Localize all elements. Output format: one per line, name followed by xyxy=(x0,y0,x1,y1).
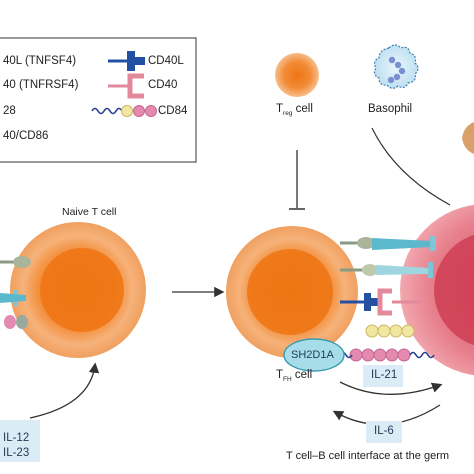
naive-cd28-receptor xyxy=(0,290,26,306)
basophil-cell xyxy=(373,44,419,89)
legend-cd80-cd86-label: 40/CD86 xyxy=(3,130,49,142)
sh2d1a-label: SH2D1A xyxy=(291,349,334,361)
legend-ox40-label: 40 (TNFRSF4) xyxy=(3,79,79,91)
il12-il23-arrow xyxy=(29,362,100,419)
legend-ox40l-label: 40L (TNFSF4) xyxy=(3,55,77,67)
naive-t-cell-nucleus xyxy=(40,248,124,332)
legend-cd40l-label: CD40L xyxy=(148,55,184,67)
il12-label: IL-12 xyxy=(3,432,30,444)
legend-cd28-label: 28 xyxy=(3,105,16,117)
naive-t-cell-label: Naive T cell xyxy=(62,206,117,218)
treg-cell xyxy=(275,53,319,97)
b-cell-nucleus xyxy=(434,234,474,346)
basophil-label: Basophil xyxy=(368,103,413,115)
il21-arrow xyxy=(339,381,443,395)
il6-label: IL-6 xyxy=(374,425,394,437)
il12-il23-box xyxy=(0,420,40,462)
treg-cell-label: Treg cell xyxy=(276,103,313,117)
cd84-homotypic-pair xyxy=(365,324,415,338)
edge-cell-top-right xyxy=(462,122,474,154)
naive-cd40-receptor xyxy=(4,315,28,329)
naive-ox40-receptor xyxy=(0,256,31,268)
cd40l-cd40-pair xyxy=(340,288,420,316)
basophil-arrow xyxy=(371,127,451,206)
legend-cd84-label: CD84 xyxy=(158,105,188,117)
cd28-cd86-pair xyxy=(340,262,433,278)
il21-label: IL-21 xyxy=(371,369,398,381)
il21-box xyxy=(363,365,403,387)
cd40-legend-icon xyxy=(108,73,144,99)
cd40l-legend-icon xyxy=(108,51,145,71)
cd84-legend-icon xyxy=(91,105,157,117)
il6-box xyxy=(366,421,402,443)
legend-cd40-label: CD40 xyxy=(148,79,178,91)
interface-caption: T cell–B cell interface at the germ xyxy=(286,450,450,462)
legend-box xyxy=(0,37,197,163)
ox40-ox40l-pair xyxy=(340,236,436,251)
tfh-cell-nucleus xyxy=(247,249,333,335)
il23-label: IL-23 xyxy=(3,447,30,459)
cd84-slam-chain xyxy=(339,348,435,362)
tfh-cell-label: TFH cell xyxy=(276,369,313,383)
sh2d1a-adaptor xyxy=(283,338,345,372)
